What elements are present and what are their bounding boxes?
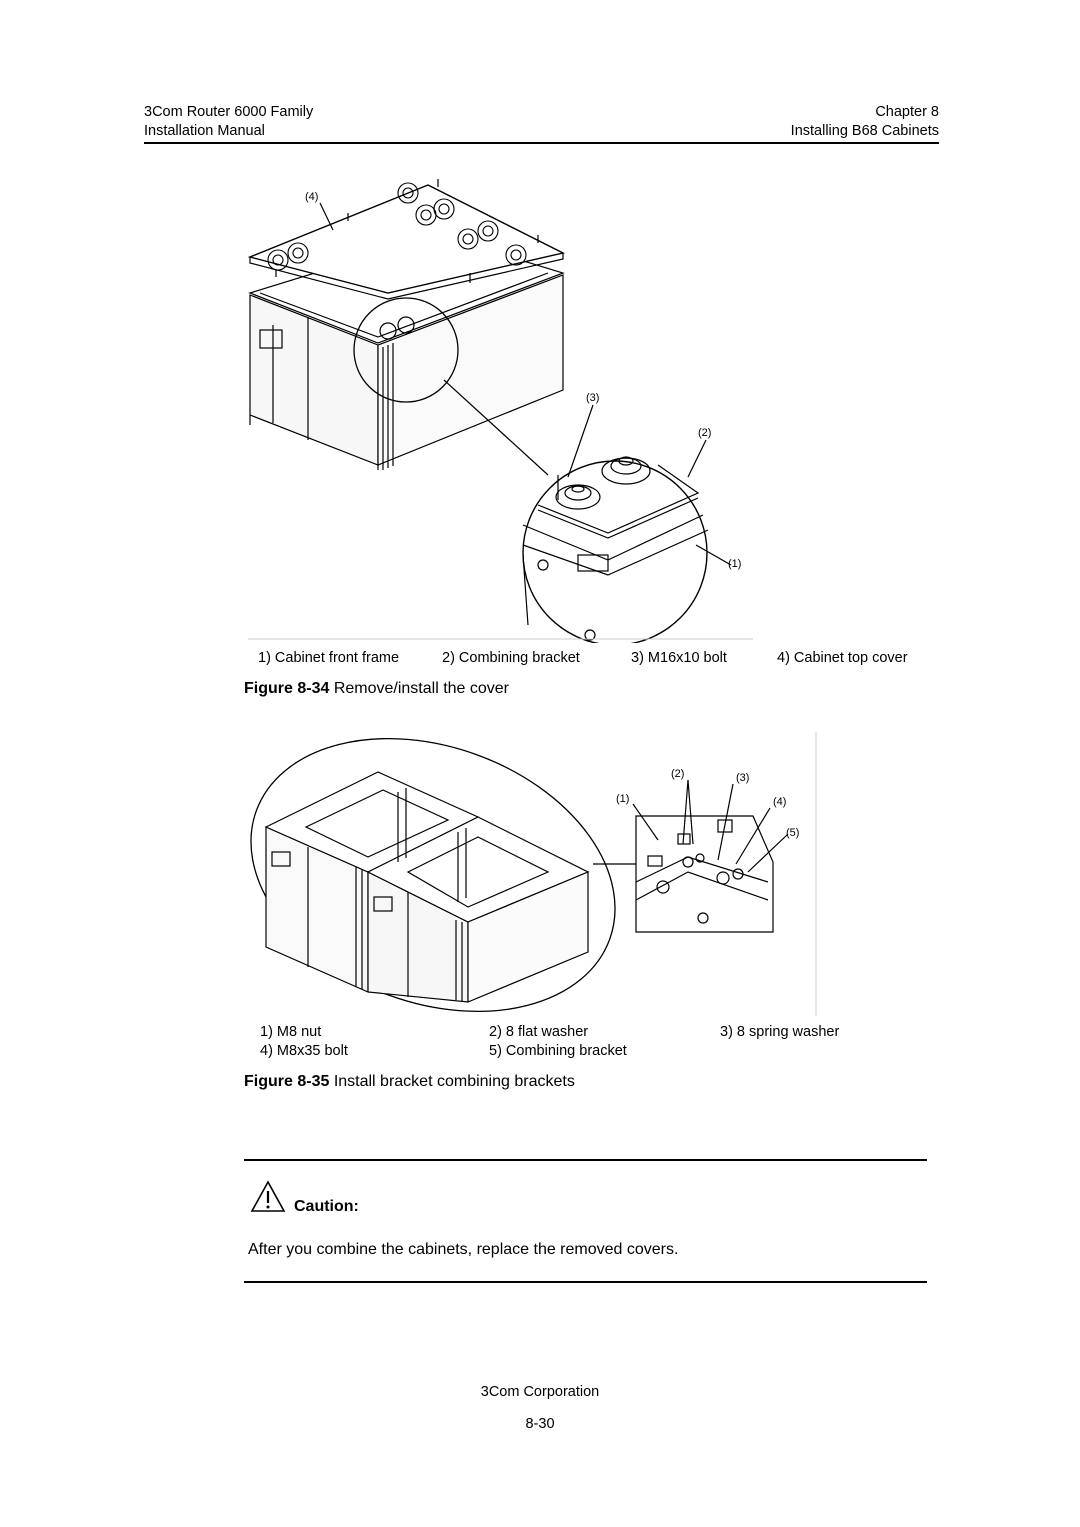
figure-34-legend-4: 4) Cabinet top cover [777,650,908,666]
figure-34-number: Figure 8-34 [244,680,330,697]
page-number: 8-30 [525,1416,555,1432]
footer-company: 3Com Corporation [480,1384,600,1400]
figure-34-caption: Figure 8-34 Remove/install the cover [244,680,509,698]
figure-34-legend-1: 1) Cabinet front frame [258,650,400,666]
header-chapter: Chapter 8 [875,104,939,120]
callout-1: (1) [728,558,741,570]
callout-5: (5) [786,827,799,839]
caution-top-rule [244,1159,927,1161]
running-header-left: 3Com Router 6000 Family Installation Man… [144,103,313,141]
figure-35-legend-3: 3) 8 spring washer [720,1024,840,1040]
figure-35-legend-5: 5) Combining bracket [489,1043,627,1059]
figure-35-drawing: (1) (2) (3) (4) (5) [250,732,817,1016]
figure-35-legend-1: 1) M8 nut [260,1024,322,1040]
callout-1: (1) [616,793,629,805]
figure-35-legend-2: 2) 8 flat washer [489,1024,589,1040]
figure-35-caption: Figure 8-35 Install bracket combining br… [244,1073,575,1091]
callout-2: (2) [671,768,684,780]
figure-34-legend-2: 2) Combining bracket [442,650,580,666]
header-manual: Installation Manual [144,123,265,139]
callout-2: (2) [698,427,711,439]
running-header-right: Chapter 8 Installing B68 Cabinets [791,103,939,141]
header-rule [144,142,939,144]
callout-4: (4) [305,191,318,203]
caution-title: Caution: [294,1198,359,1215]
callout-3: (3) [736,772,749,784]
caution-bottom-rule [244,1281,927,1283]
figure-34-legend-3: 3) M16x10 bolt [631,650,727,666]
figure-35-number: Figure 8-35 [244,1073,330,1090]
header-product: 3Com Router 6000 Family [144,104,314,120]
warning-triangle-icon [250,1180,286,1212]
callout-3: (3) [586,392,599,404]
figure-34-drawing: (4) (3) (2) (1) [248,179,753,643]
figure-35-legend-4: 4) M8x35 bolt [260,1043,348,1059]
figure-34-title: Remove/install the cover [333,680,509,697]
figure-35-title: Install bracket combining brackets [333,1073,575,1090]
callout-4: (4) [773,796,786,808]
caution-text: After you combine the cabinets, replace … [248,1241,679,1258]
header-chapter-title: Installing B68 Cabinets [790,123,939,139]
